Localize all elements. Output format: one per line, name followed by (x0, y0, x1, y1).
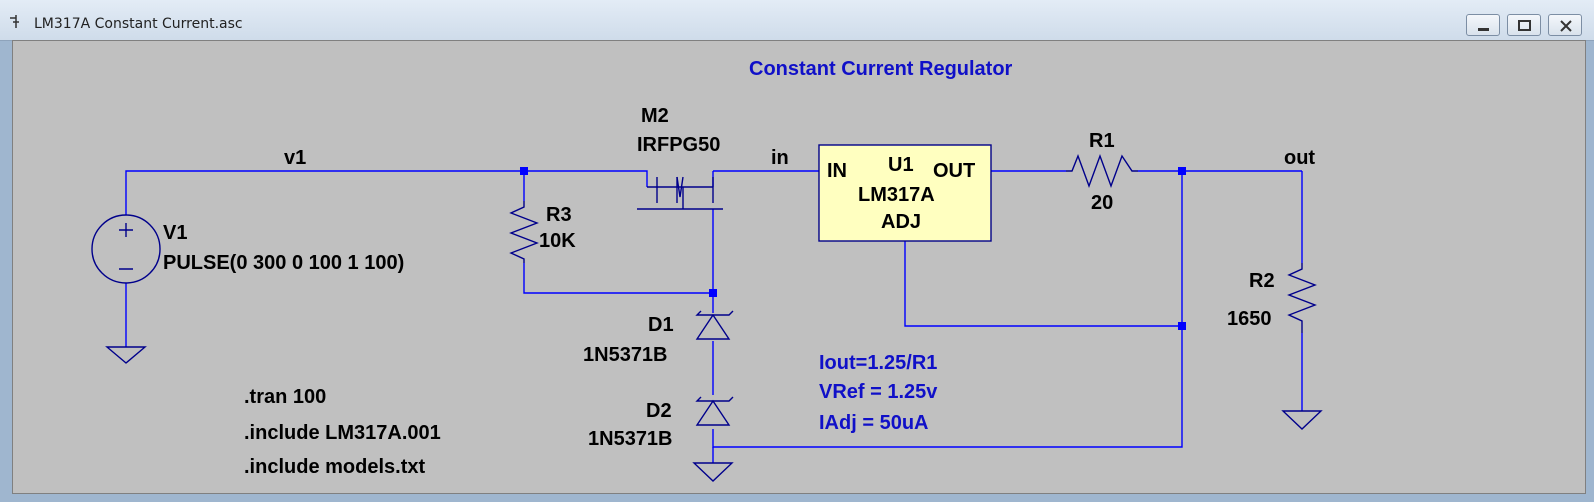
ground-symbol[interactable] (692, 462, 734, 482)
r2-value[interactable]: 1650 (1227, 308, 1272, 330)
d1-value[interactable]: 1N5371B (583, 344, 668, 366)
junction-dot (1178, 322, 1186, 330)
ltspice-app-icon[interactable] (8, 14, 26, 30)
u1-pin-out: OUT (933, 160, 975, 182)
r3-value[interactable]: 10K (539, 230, 576, 252)
voltage-source-v1-symbol[interactable] (91, 214, 161, 284)
u1-pin-adj: ADJ (881, 211, 921, 233)
schematic-title: Constant Current Regulator (749, 58, 1013, 80)
close-button[interactable] (1548, 14, 1582, 36)
r1-name[interactable]: R1 (1089, 130, 1115, 152)
schematic-canvas[interactable]: Constant Current Regulator v1 in out V1 … (12, 40, 1586, 494)
maximize-button[interactable] (1507, 14, 1541, 36)
v1-value[interactable]: PULSE(0 300 0 100 1 100) (163, 252, 404, 274)
net-label-v1[interactable]: v1 (284, 147, 306, 169)
window-bottom-border (0, 494, 1594, 502)
regulator-u1-box[interactable] (818, 144, 992, 242)
title-bar: LM317A Constant Current.asc (0, 0, 1594, 41)
u1-value[interactable]: LM317A (858, 184, 935, 206)
r1-value[interactable]: 20 (1091, 192, 1113, 214)
spice-directive[interactable]: .include LM317A.001 (244, 422, 441, 444)
r3-name[interactable]: R3 (546, 204, 572, 226)
d1-name[interactable]: D1 (648, 314, 674, 336)
minimize-button[interactable] (1466, 14, 1500, 36)
u1-name[interactable]: U1 (888, 154, 914, 176)
note-line[interactable]: IAdj = 50uA (819, 412, 928, 434)
net-label-in[interactable]: in (771, 147, 789, 169)
net-label-out[interactable]: out (1284, 147, 1315, 169)
ground-symbol[interactable] (105, 346, 147, 364)
ground-symbol[interactable] (1281, 410, 1323, 430)
junction-dot (1178, 167, 1186, 175)
d2-name[interactable]: D2 (646, 400, 672, 422)
u1-pin-in: IN (827, 160, 847, 182)
v1-name[interactable]: V1 (163, 222, 187, 244)
m2-value[interactable]: IRFPG50 (637, 134, 720, 156)
resistor-r1-symbol[interactable] (1066, 153, 1138, 189)
spice-directive[interactable]: .tran 100 (244, 386, 326, 408)
resistor-r2-symbol[interactable] (1287, 263, 1317, 333)
m2-name[interactable]: M2 (641, 105, 669, 127)
d2-value[interactable]: 1N5371B (588, 428, 673, 450)
note-line[interactable]: VRef = 1.25v (819, 381, 938, 403)
window-title: LM317A Constant Current.asc (34, 16, 243, 32)
zener-diode-d1-symbol[interactable] (695, 310, 734, 340)
junction-dot (520, 167, 528, 175)
r2-name[interactable]: R2 (1249, 270, 1275, 292)
resistor-r3-symbol[interactable] (509, 201, 539, 263)
note-line[interactable]: Iout=1.25/R1 (819, 352, 937, 374)
junction-dot (709, 289, 717, 297)
zener-diode-d2-symbol[interactable] (695, 396, 734, 426)
mosfet-m2-symbol[interactable] (637, 176, 723, 210)
spice-directive[interactable]: .include models.txt (244, 456, 425, 478)
